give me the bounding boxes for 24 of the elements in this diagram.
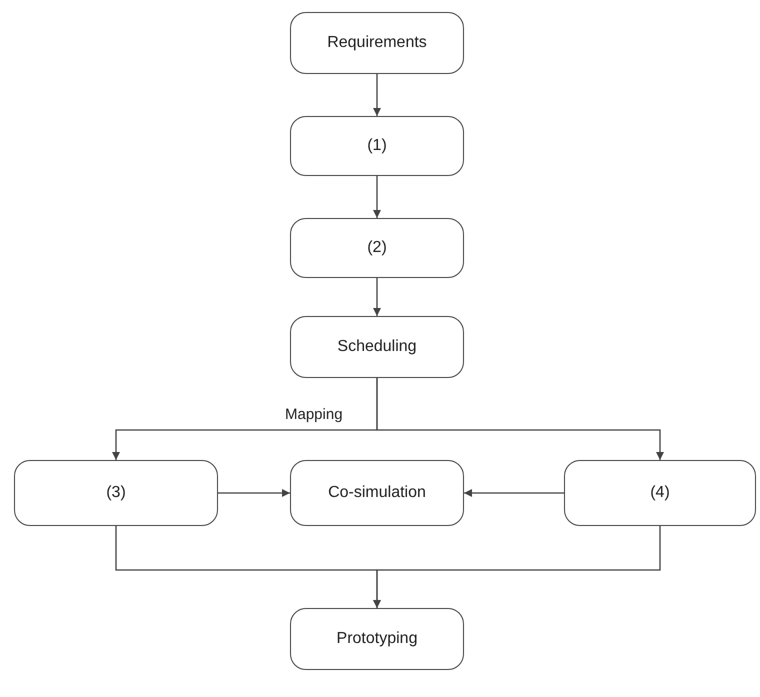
- node-label: (3): [106, 484, 126, 502]
- node-label: Co-simulation: [328, 484, 426, 502]
- arrow: [218, 489, 290, 497]
- node-label: (2): [367, 239, 387, 257]
- node-label: Requirements: [327, 34, 427, 52]
- process-box: [14, 460, 218, 526]
- arrow: [373, 278, 381, 316]
- arrow: [373, 526, 661, 608]
- edge-label: Mapping: [283, 406, 345, 423]
- process-box: [290, 316, 464, 378]
- node-label: (4): [650, 484, 670, 502]
- arrow: [376, 378, 664, 460]
- process-box: [564, 460, 756, 526]
- node-label: Prototyping: [336, 630, 418, 648]
- process-box: [290, 460, 464, 526]
- arrow: [373, 74, 381, 116]
- process-box: [290, 116, 464, 176]
- process-box: [290, 12, 464, 74]
- process-box: [290, 608, 464, 670]
- process-box: [290, 218, 464, 278]
- node-label: (1): [367, 137, 387, 155]
- arrow: [373, 176, 381, 218]
- node-label: Scheduling: [337, 338, 417, 356]
- arrow: [464, 489, 564, 497]
